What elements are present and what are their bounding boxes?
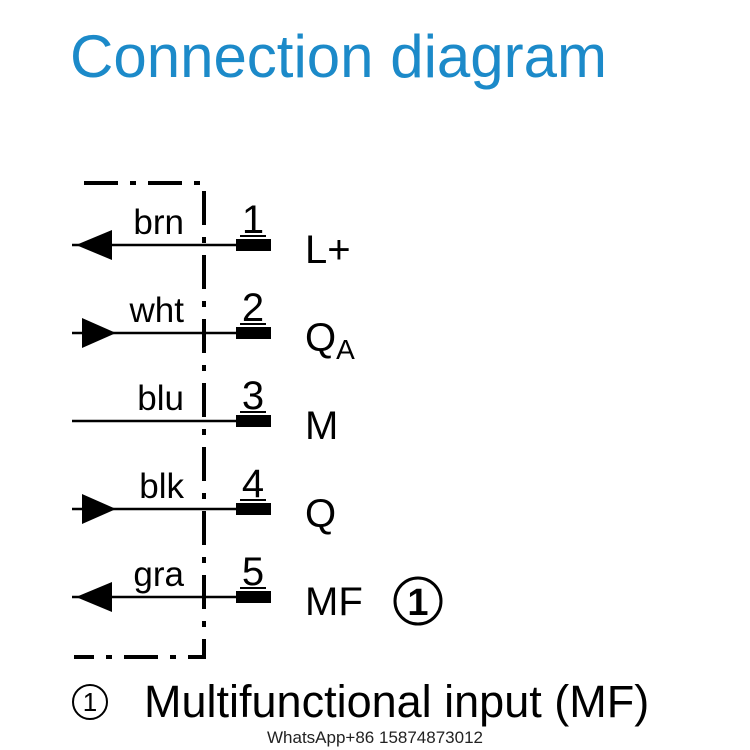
note-marker-circle [393, 576, 443, 626]
pin-contact [236, 239, 271, 251]
pin-number: 2 [242, 286, 264, 330]
pin-contact [236, 327, 271, 339]
housing-dash-line [74, 181, 206, 659]
signal-label: L+ [305, 228, 351, 272]
footnote-marker: 1 [72, 684, 108, 720]
pin-number: 4 [242, 462, 264, 506]
signal-name: Q [305, 492, 336, 536]
signal-name: Q [305, 316, 336, 360]
signal-label: QA [305, 316, 355, 365]
pin-number: 3 [242, 374, 264, 418]
connector-housing-outline [74, 181, 206, 659]
pin-number: 1 [242, 198, 264, 242]
arrow-left-icon [76, 230, 112, 260]
note-marker-number: 1 [407, 582, 428, 624]
signal-name: MF [305, 580, 363, 624]
footnote: 1 Multifunctional input (MF) [72, 676, 649, 728]
page-title: Connection diagram [70, 23, 607, 90]
signal-label: MF [305, 580, 363, 624]
pin-contact [236, 591, 271, 603]
pin-row-4: blk 4Q [72, 462, 336, 536]
arrow-right-icon [82, 318, 116, 348]
pin-row-5: gra 5MF 1 [72, 550, 443, 626]
arrow-left-icon [76, 582, 112, 612]
pin-row-1: brn 1L+ [72, 198, 351, 272]
signal-label: M [305, 404, 338, 448]
pin-number: 5 [242, 550, 264, 594]
wire-color-label: blk [139, 467, 184, 506]
signal-name: M [305, 404, 338, 448]
wire-color-label: wht [129, 291, 185, 330]
signal-subscript: A [336, 334, 355, 365]
signal-label: Q [305, 492, 336, 536]
watermark: WhatsApp+86 15874873012 [267, 728, 483, 747]
wire-color-label: blu [137, 379, 184, 418]
pin-row-3: blu 3M [72, 374, 338, 448]
pin-contact [236, 503, 271, 515]
pin-contact [236, 415, 271, 427]
signal-name: L+ [305, 228, 351, 272]
wire-color-label: brn [133, 203, 184, 242]
footnote-text: Multifunctional input (MF) [144, 676, 650, 727]
wire-color-label: gra [133, 555, 184, 594]
arrow-right-icon [82, 494, 116, 524]
